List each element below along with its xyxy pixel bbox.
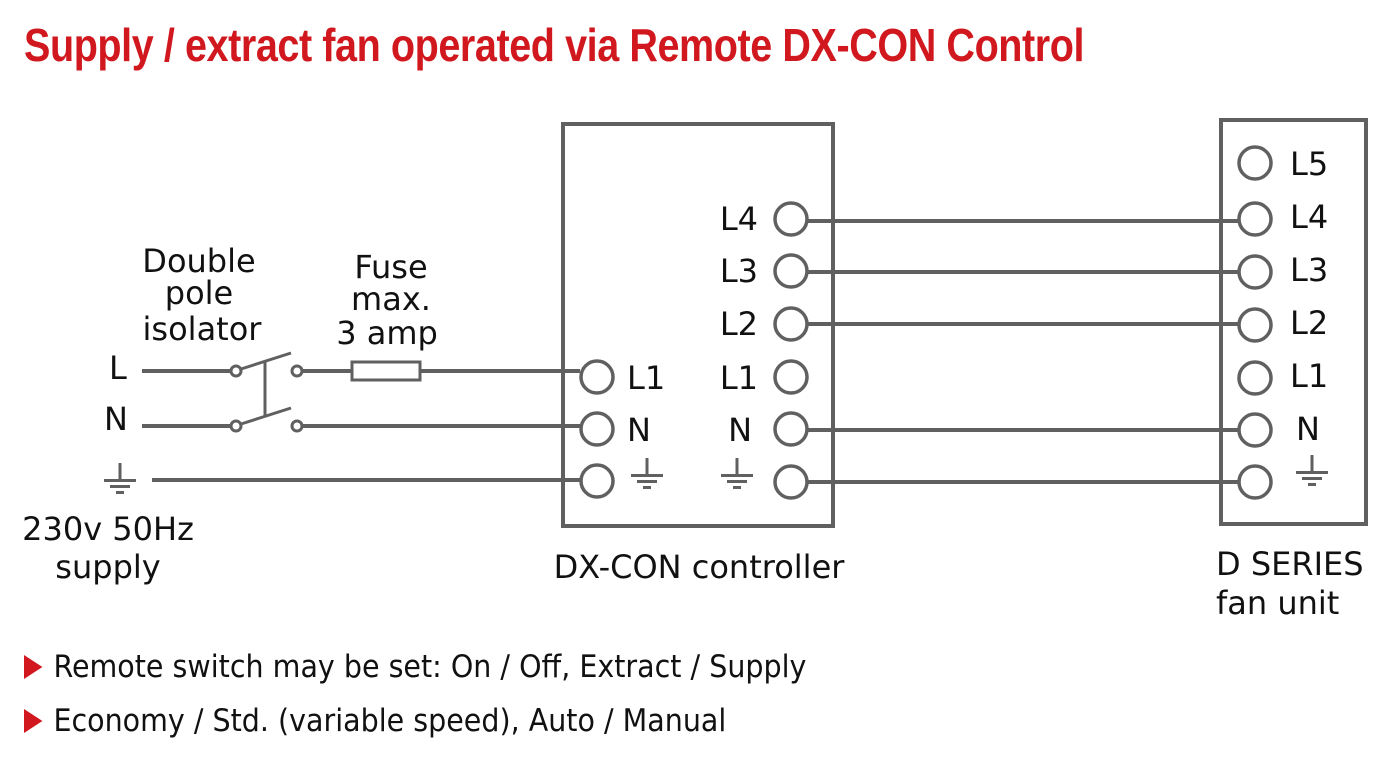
earth-icon: [104, 463, 136, 494]
terminal-in-n: [579, 411, 615, 447]
fan-terminal-n: [1237, 412, 1273, 448]
earth-icon: [1296, 455, 1328, 486]
terminal-out-earth: [773, 464, 809, 500]
fuse-label-2: max.: [351, 280, 431, 318]
terminal-in-earth: [579, 463, 615, 499]
terminal-out-l3: [773, 253, 809, 289]
bullet-triangle-icon: [24, 709, 43, 733]
note-text: Remote switch may be set: On / Off, Extr…: [53, 649, 807, 685]
isolator-label-3: isolator: [143, 310, 263, 348]
terminal-out-l4: [773, 201, 809, 237]
fan-terminal-l1: [1237, 360, 1273, 396]
supply-label-line2: supply: [55, 548, 160, 586]
fan-l5-label: L5: [1290, 145, 1328, 183]
terminal-in-l1: [579, 359, 615, 395]
controller-out-n-label: N: [728, 411, 752, 449]
controller-out-l2-label: L2: [720, 305, 758, 343]
fan-name-line2: fan unit: [1216, 584, 1339, 622]
note-item: Economy / Std. (variable speed), Auto / …: [24, 694, 806, 748]
earth-icon: [631, 458, 663, 489]
fuse-icon: [350, 360, 422, 382]
supply-label-line1: 230v 50Hz: [22, 510, 194, 548]
terminal-out-l2: [773, 306, 809, 342]
note-item: Remote switch may be set: On / Off, Extr…: [24, 640, 806, 694]
note-text: Economy / Std. (variable speed), Auto / …: [53, 703, 727, 739]
isolator-label-2: pole: [165, 274, 233, 312]
fan-n-label: N: [1296, 410, 1320, 448]
fan-l2-label: L2: [1290, 304, 1328, 342]
fan-l3-label: L3: [1290, 251, 1328, 289]
double-pole-isolator-icon: [229, 351, 304, 433]
controller-in-n-label: N: [627, 411, 651, 449]
controller-in-l1-label: L1: [627, 359, 665, 397]
page-title: Supply / extract fan operated via Remote…: [24, 19, 1085, 71]
bullet-triangle-icon: [24, 655, 43, 679]
supply-label-l: L: [109, 349, 127, 387]
fan-l4-label: L4: [1290, 198, 1328, 236]
fan-l1-label: L1: [1290, 357, 1328, 395]
supply-label-n: N: [104, 400, 128, 438]
controller-name: DX-CON controller: [554, 548, 846, 586]
terminal-out-n: [773, 411, 809, 447]
controller-out-l4-label: L4: [720, 200, 758, 238]
terminal-out-l1: [773, 359, 809, 395]
fan-unit-box: [1219, 118, 1368, 526]
fan-terminal-l5: [1237, 145, 1273, 181]
controller-out-l3-label: L3: [720, 252, 758, 290]
fan-terminal-l4: [1237, 201, 1273, 237]
fan-terminal-earth: [1237, 464, 1273, 500]
fuse-label-3: 3 amp: [336, 314, 438, 352]
notes-list: Remote switch may be set: On / Off, Extr…: [24, 640, 874, 748]
fan-terminal-l3: [1237, 254, 1273, 290]
earth-icon: [721, 458, 753, 489]
fuse-label-1: Fuse: [354, 248, 427, 286]
fan-name-line1: D SERIES: [1216, 545, 1364, 583]
fan-terminal-l2: [1237, 307, 1273, 343]
isolator-label-1: Double: [142, 242, 255, 280]
controller-out-l1-label: L1: [720, 359, 758, 397]
